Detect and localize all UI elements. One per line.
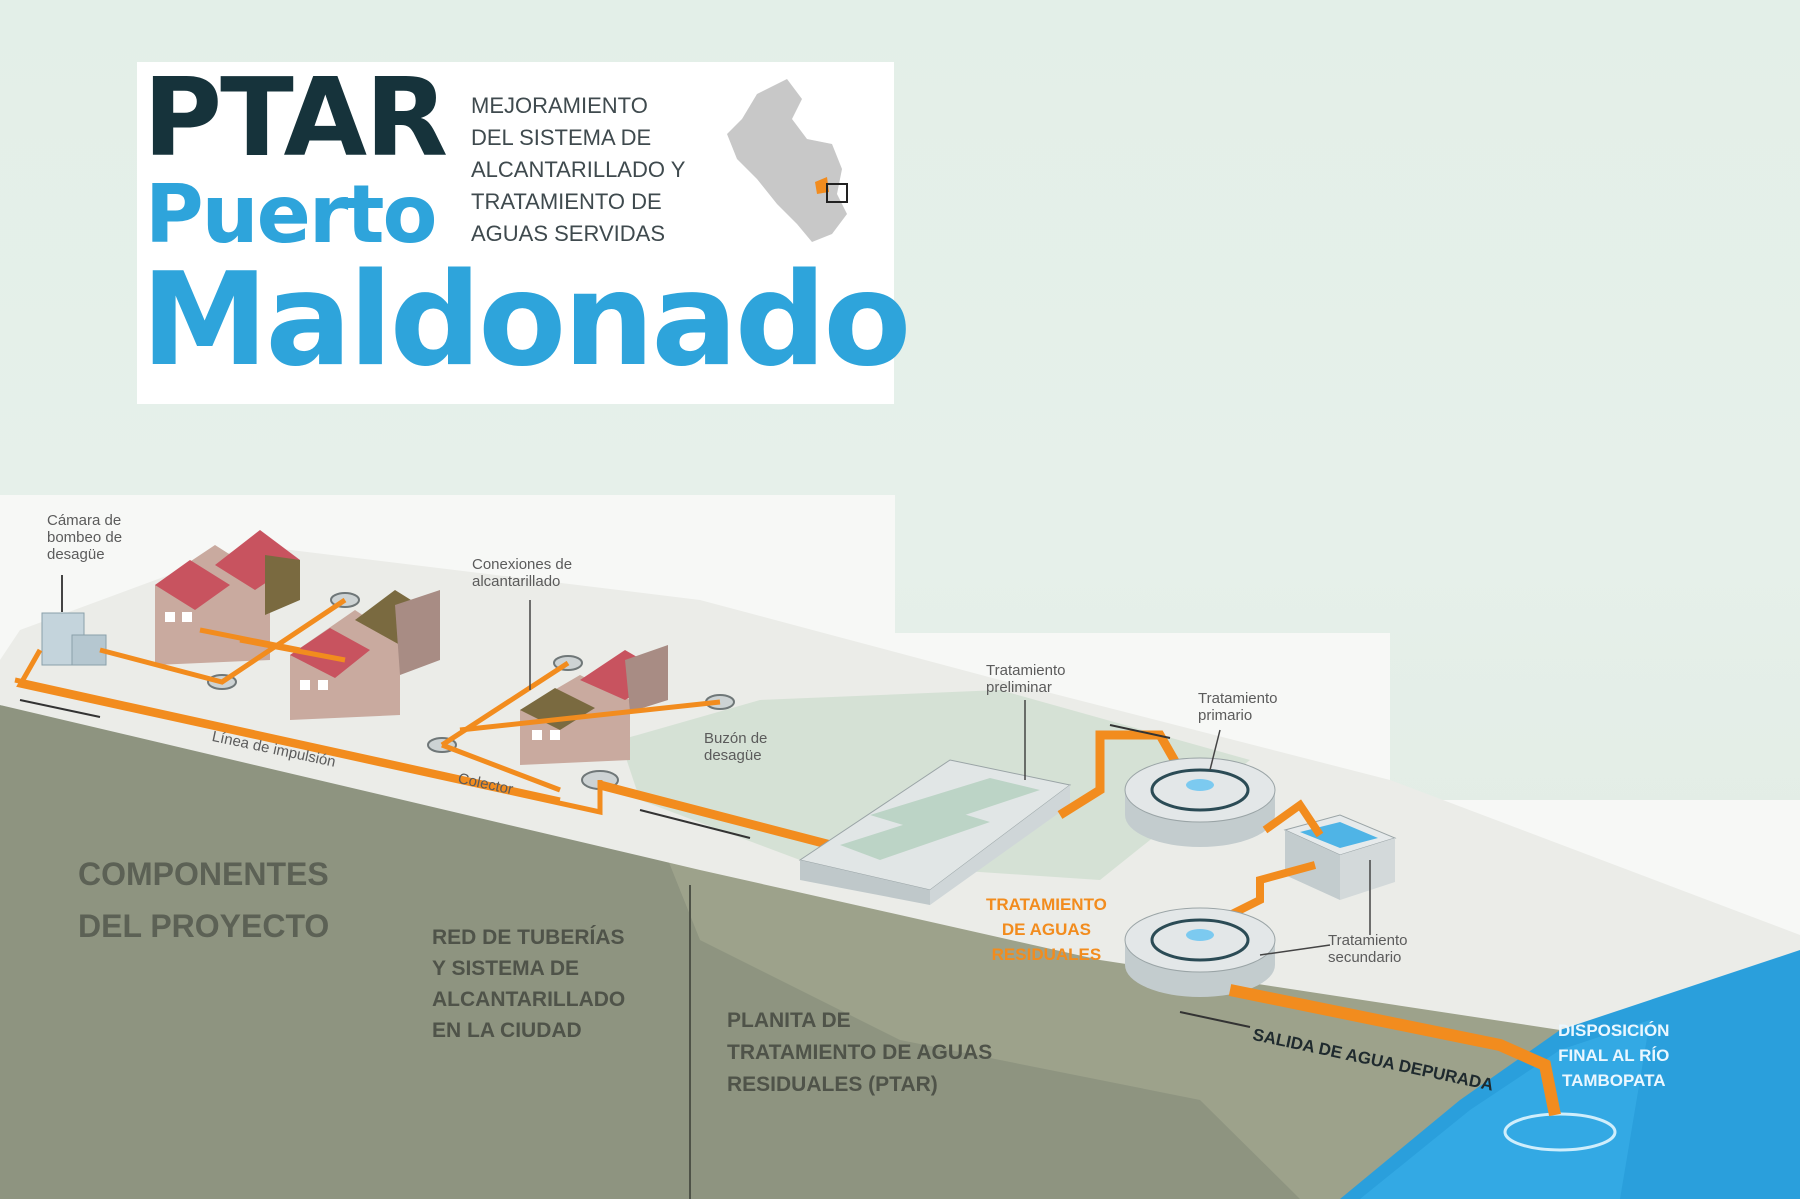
- title-card: PTAR Puerto Maldonado MEJORAMIENTO DEL S…: [137, 56, 911, 404]
- label-camara-bombeo: Cámara de bombeo de desagüe: [47, 512, 123, 563]
- title-ptar: PTAR: [143, 56, 448, 181]
- peru-map-icon: [727, 79, 848, 242]
- title-maldonado: Maldonado: [141, 246, 911, 395]
- pipe-prelim-to-primary: [1057, 730, 1184, 819]
- title-puerto: Puerto: [145, 168, 437, 261]
- river-highlight: [1360, 1020, 1650, 1199]
- outfall-pipe: [1228, 984, 1561, 1117]
- label-disposicion-final: DISPOSICIÓN FINAL AL RÍO TAMBOPATA: [1558, 1021, 1670, 1090]
- label-tratamiento-primario: Tratamiento primario: [1198, 690, 1278, 724]
- secondary-clarifier: [1124, 907, 1276, 997]
- leader-lines: [529, 600, 1371, 956]
- label-tratamiento-secundario: Tratamiento secundario: [1328, 932, 1408, 966]
- houses-cluster-a: [155, 530, 440, 720]
- pump-station: [41, 575, 107, 666]
- label-conexiones: Conexiones de alcantarillado: [472, 556, 573, 590]
- section-planta: PLANITA DE TRATAMIENTO DE AGUAS RESIDUAL…: [727, 1009, 993, 1096]
- outfall-splash: [1503, 1112, 1617, 1152]
- primary-clarifier: [1124, 757, 1276, 847]
- flow-arrows: [19, 699, 1251, 1028]
- pipe-primary-to-secondary: [1262, 799, 1324, 838]
- section-red-tuberias: RED DE TUBERÍAS Y SISTEMA DE ALCANTARILL…: [432, 926, 626, 1042]
- label-buzon: Buzón de desagüe: [704, 730, 768, 764]
- title-subtitle: MEJORAMIENTO DEL SISTEMA DE ALCANTARILLA…: [471, 93, 686, 246]
- label-tratamiento-preliminar: Tratamiento preliminar: [986, 662, 1066, 696]
- label-tratamiento-aguas: TRATAMIENTO DE AGUAS RESIDUALES: [986, 895, 1107, 964]
- sewer-network: [14, 597, 721, 816]
- preliminary-treatment-unit: [798, 759, 1072, 905]
- section-componentes: COMPONENTES DEL PROYECTO: [78, 856, 330, 944]
